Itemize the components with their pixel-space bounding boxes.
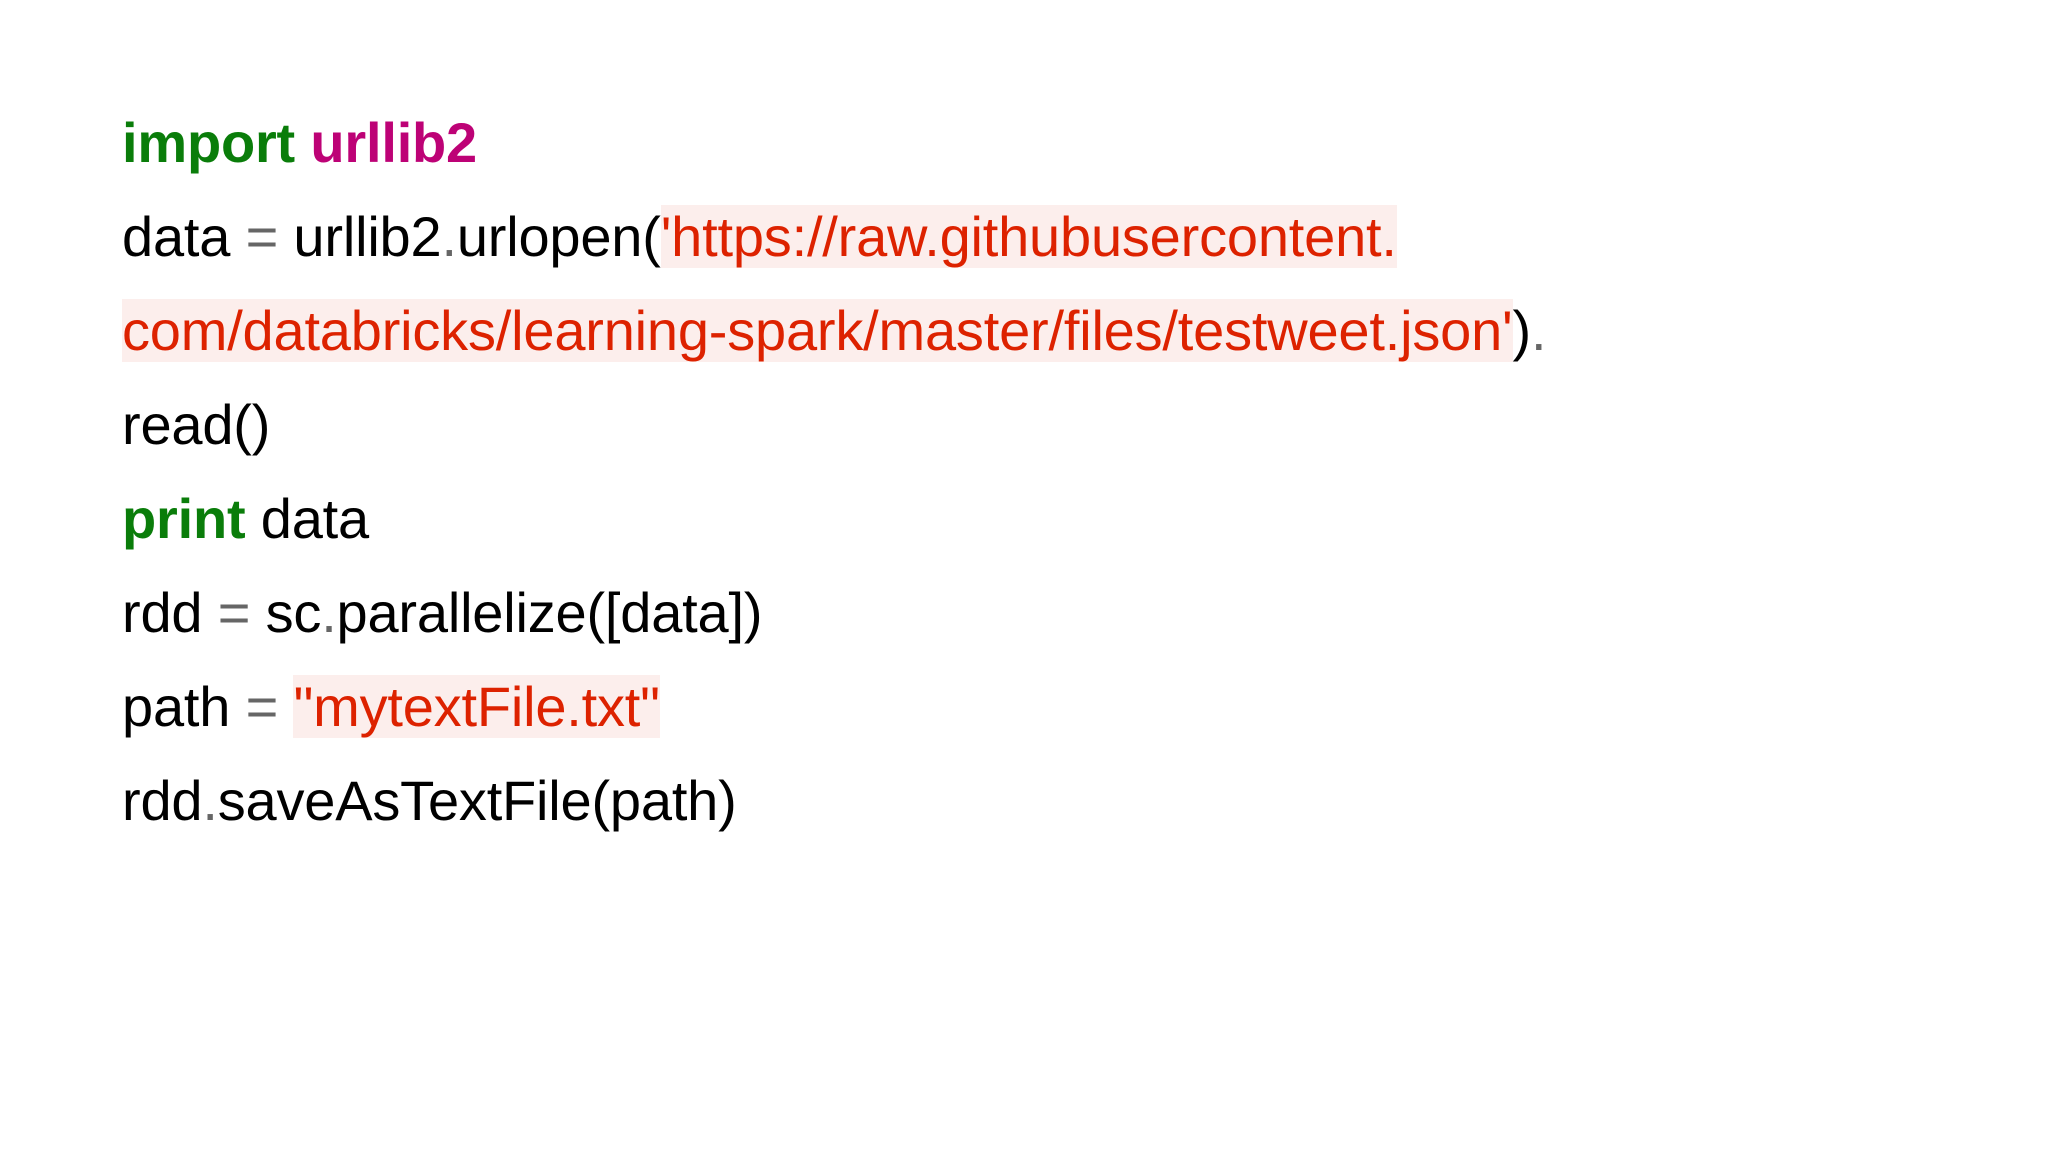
code-line: print data [122, 472, 1962, 566]
code-token-op: = [245, 205, 279, 268]
code-token-plain: ) [1512, 299, 1532, 362]
code-token-plain: rdd [122, 581, 218, 644]
code-token-op: = [217, 581, 251, 644]
code-token-plain: urllib2 [278, 205, 442, 268]
code-line: rdd.saveAsTextFile(path) [122, 754, 1962, 848]
code-line: data = urllib2.urlopen('https://raw.gith… [122, 190, 1962, 284]
code-token-plain: data [122, 205, 246, 268]
code-line: read() [122, 378, 1962, 472]
code-token-kw: print [122, 487, 246, 550]
code-token-plain [295, 111, 310, 174]
code-line: com/databricks/learning-spark/master/fil… [122, 284, 1962, 378]
code-token-op: = [245, 675, 279, 738]
code-token-plain: parallelize([data]) [336, 581, 763, 644]
code-token-mod: urllib2 [310, 111, 478, 174]
code-token-plain: path [122, 675, 246, 738]
code-token-str: 'https://raw.githubusercontent. [660, 205, 1397, 268]
code-token-plain: read() [122, 393, 271, 456]
code-token-plain [278, 675, 293, 738]
code-token-dot: . [321, 581, 337, 644]
code-token-kw: import [122, 111, 296, 174]
code-token-plain: urlopen( [456, 205, 661, 268]
code-line: import urllib2 [122, 96, 1962, 190]
code-line: rdd = sc.parallelize([data]) [122, 566, 1962, 660]
code-token-str: "mytextFile.txt" [293, 675, 660, 738]
code-token-plain: saveAsTextFile(path) [217, 769, 737, 832]
code-token-str: com/databricks/learning-spark/master/fil… [122, 299, 1513, 362]
code-token-plain: rdd [122, 769, 203, 832]
code-token-dot: . [1530, 299, 1547, 362]
code-token-dot: . [202, 769, 218, 832]
code-token-plain: sc [250, 581, 322, 644]
code-token-dot: . [441, 205, 457, 268]
code-token-plain: data [245, 487, 369, 550]
code-line: path = "mytextFile.txt" [122, 660, 1962, 754]
